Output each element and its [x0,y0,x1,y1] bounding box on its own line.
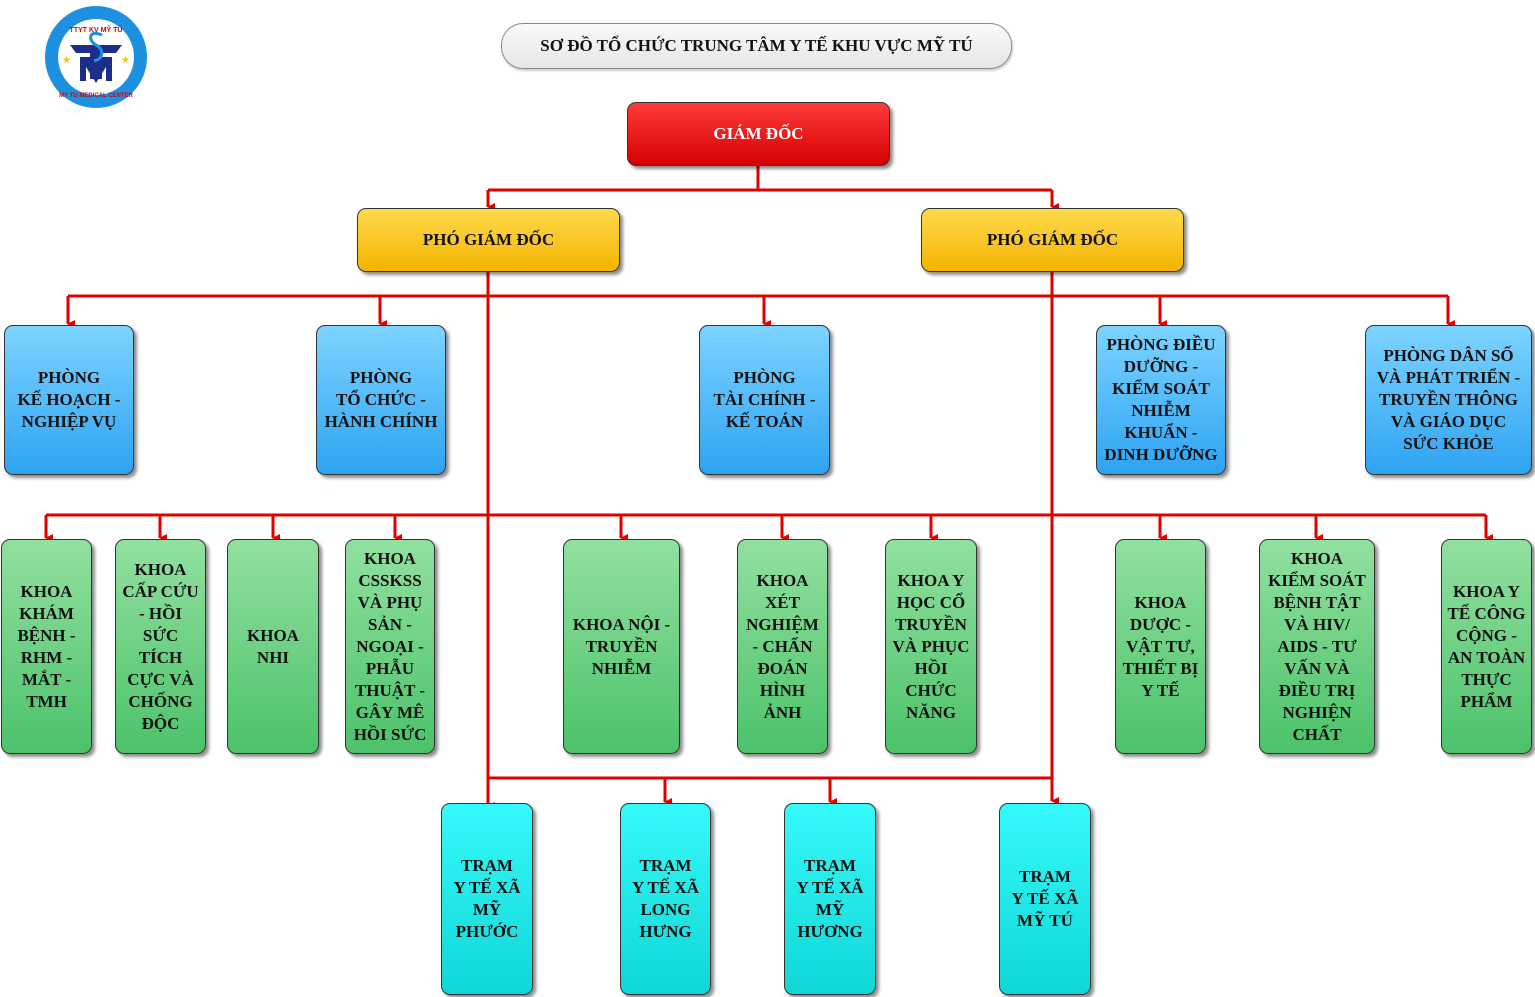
station-box: TRẠM Y TẾ XÃ MỸ TÚ [999,803,1091,995]
svg-text:MY TU MEDICAL CENTER: MY TU MEDICAL CENTER [59,93,133,99]
department-box: PHÒNG KẾ HOẠCH - NGHIỆP VỤ [4,325,134,475]
faculty-box: KHOA KHÁM BỆNH - RHM - MẮT - TMH [1,539,92,754]
station-box: TRẠM Y TẾ XÃ MỸ PHƯỚC [441,803,533,995]
medical-center-logo: TTYT KV MỸ TÚ MY TU MEDICAL CENTER ★ ★ [45,6,147,108]
svg-text:TTYT KV MỸ TÚ: TTYT KV MỸ TÚ [70,25,123,34]
faculty-box: KHOA CẤP CỨU - HỒI SỨC TÍCH CỰC VÀ CHỐNG… [115,539,206,754]
chart-title: SƠ ĐỒ TỔ CHỨC TRUNG TÂM Y TẾ KHU VỰC MỸ … [501,23,1012,69]
faculty-box: KHOA CSSKSS VÀ PHỤ SẢN - NGOẠI - PHẪU TH… [345,539,435,754]
faculty-box: KHOA NHI [227,539,319,754]
station-box: TRẠM Y TẾ XÃ MỸ HƯƠNG [784,803,876,995]
department-box: PHÒNG TÀI CHÍNH - KẾ TOÁN [699,325,830,475]
director-box: GIÁM ĐỐC [627,102,890,166]
faculty-box: KHOA Y HỌC CỔ TRUYỀN VÀ PHỤC HỒI CHỨC NĂ… [885,539,977,754]
faculty-box: KHOA DƯỢC - VẬT TƯ, THIẾT BỊ Y TẾ [1115,539,1206,754]
department-box: PHÒNG TỔ CHỨC - HÀNH CHÍNH [316,325,446,475]
faculty-box: KHOA KIỂM SOÁT BỆNH TẬT VÀ HIV/ AIDS - T… [1259,539,1375,754]
faculty-box: KHOA Y TẾ CÔNG CỘNG - AN TOÀN THỰC PHẨM [1441,539,1532,754]
station-box: TRẠM Y TẾ XÃ LONG HƯNG [620,803,711,995]
deputy-director-box-right: PHÓ GIÁM ĐỐC [921,208,1184,272]
deputy-director-box-left: PHÓ GIÁM ĐỐC [357,208,620,272]
faculty-box: KHOA XÉT NGHIỆM - CHẨN ĐOÁN HÌNH ẢNH [737,539,828,754]
department-box: PHÒNG DÂN SỐ VÀ PHÁT TRIỂN - TRUYỀN THÔN… [1365,325,1532,475]
department-box: PHÒNG ĐIỀU DƯỠNG - KIỂM SOÁT NHIỄM KHUẨN… [1096,325,1226,475]
svg-text:★: ★ [121,55,130,66]
svg-text:★: ★ [62,55,71,66]
faculty-box: KHOA NỘI - TRUYỀN NHIỄM [563,539,680,754]
